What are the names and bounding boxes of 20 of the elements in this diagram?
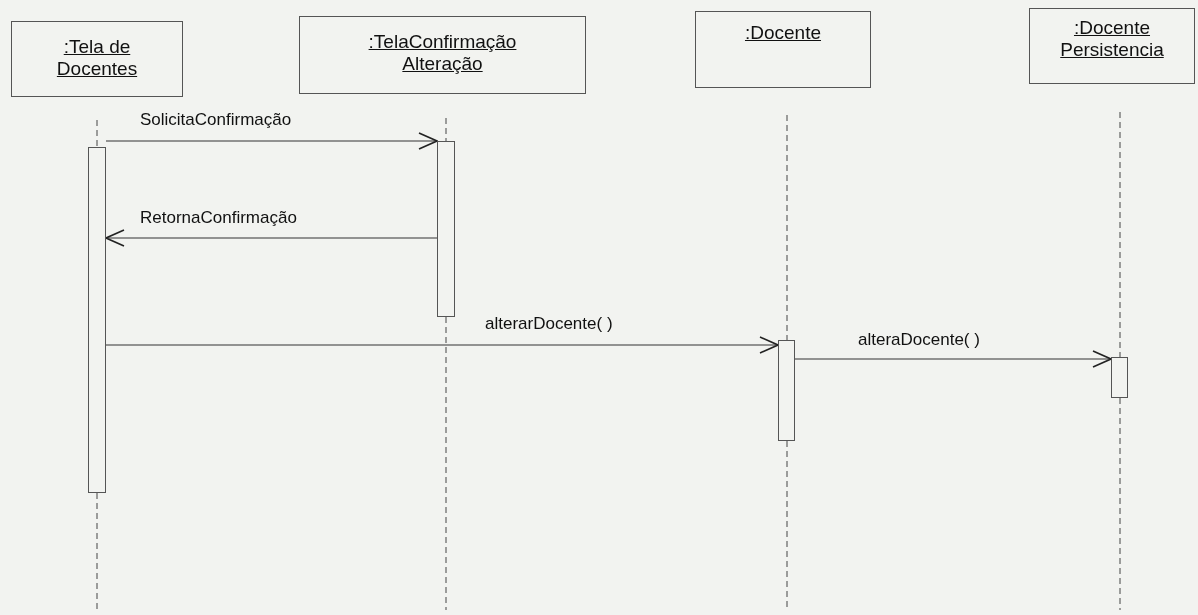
- object-name: :Tela de Docentes: [55, 36, 139, 80]
- activation-bar: [778, 340, 795, 441]
- message-arrow: [794, 350, 1112, 368]
- activation-bar: [88, 147, 106, 493]
- activation-bar: [1111, 357, 1128, 398]
- object-name: :TelaConfirmação Alteração: [367, 31, 518, 75]
- message-arrow: [105, 229, 438, 247]
- object-name: :Docente: [743, 22, 822, 44]
- message-arrow: [105, 132, 438, 150]
- lifeline-object-box: [299, 16, 586, 94]
- message-label: alterarDocente( ): [485, 314, 613, 334]
- message-label: RetornaConfirmação: [140, 208, 297, 228]
- lifeline-object-box: [695, 11, 871, 88]
- object-name: :Docente Persistencia: [1059, 17, 1165, 61]
- message-label: alteraDocente( ): [858, 330, 980, 350]
- message-arrow: [105, 336, 779, 354]
- activation-bar: [437, 141, 455, 317]
- message-label: SolicitaConfirmação: [140, 110, 292, 130]
- lifeline-object-box: [1029, 8, 1195, 84]
- lifeline-object-box: [11, 21, 183, 97]
